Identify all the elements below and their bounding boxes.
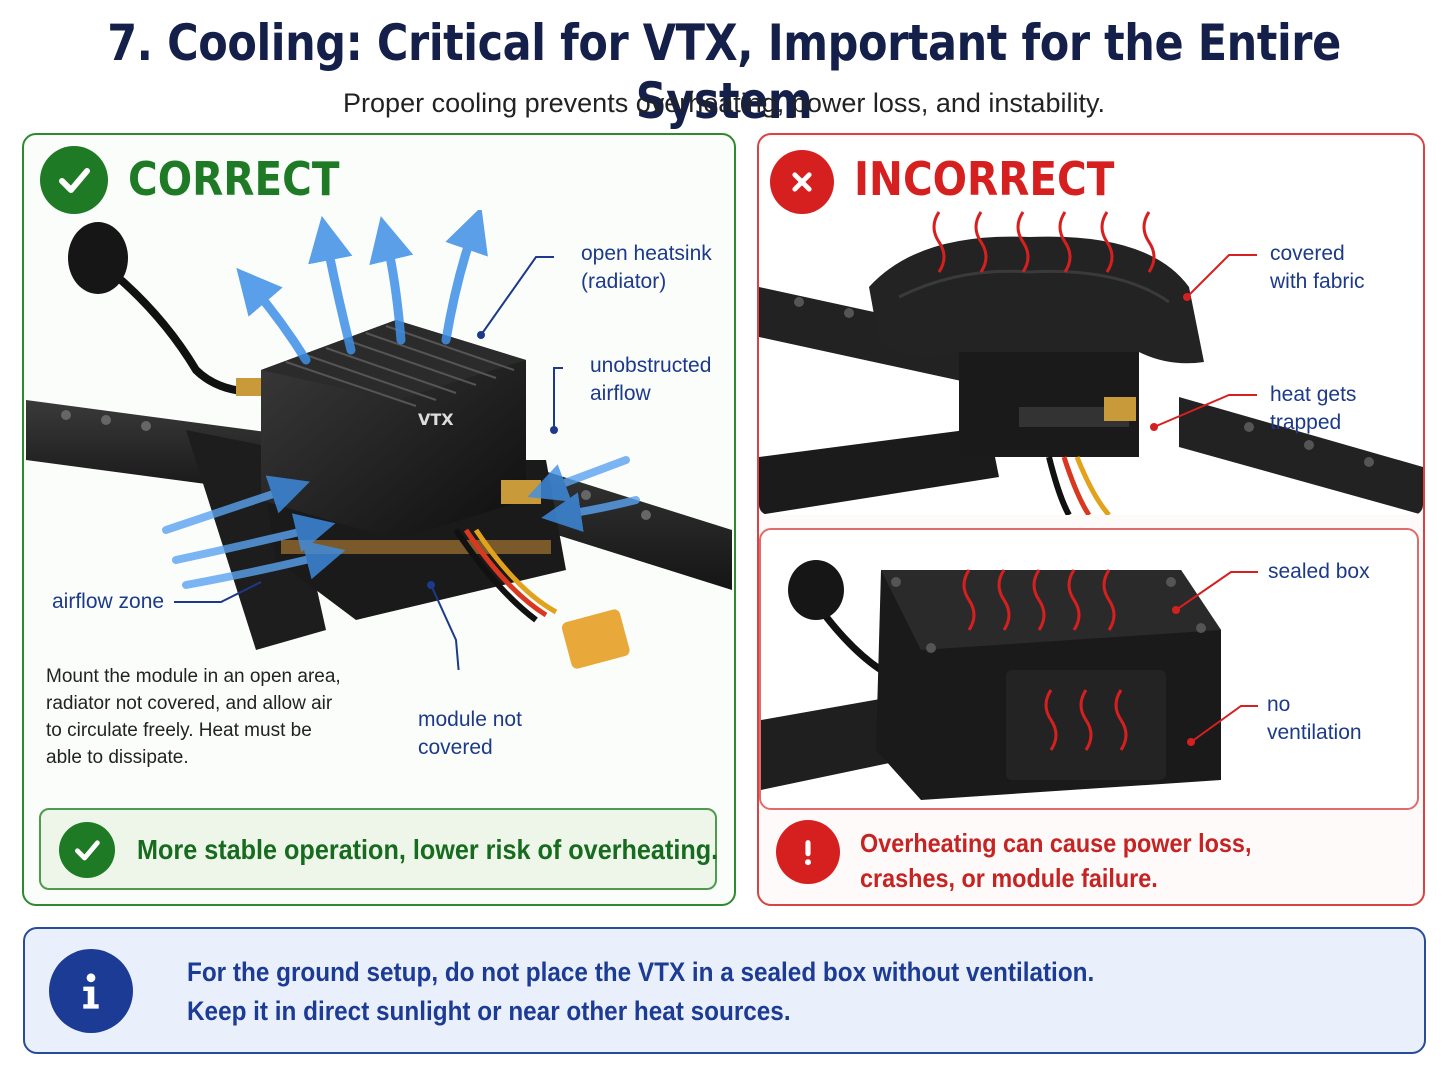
fabric-cover — [869, 236, 1204, 364]
info-box: For the ground setup, do not place the V… — [23, 927, 1426, 1054]
info-line-2: Keep it in direct sunlight or near other… — [187, 996, 791, 1026]
page-title: 7. Cooling: Critical for VTX, Important … — [107, 14, 1341, 130]
airflow-callout-line — [553, 367, 563, 430]
antenna-cable — [118, 277, 252, 396]
callout-airflow: unobstructed airflow — [590, 354, 712, 405]
sealed-antenna-icon — [788, 560, 844, 620]
heatsink-callout-line — [480, 256, 554, 336]
callout-sealed-box: sealed box — [1268, 560, 1370, 583]
correct-illustration: VTX — [26, 210, 732, 670]
incorrect-heading: INCORRECT — [854, 152, 1115, 206]
covered-callout-line — [430, 584, 460, 670]
info-line-1: For the ground setup, do not place the V… — [187, 957, 1095, 987]
incorrect-result-text: Overheating can cause power loss, crashe… — [860, 828, 1252, 893]
sma-connector — [501, 480, 541, 504]
callout-airflow-zone: airflow zone — [52, 590, 165, 613]
correct-result-box: More stable operation, lower risk of ove… — [39, 808, 719, 890]
vtx-label: VTX — [418, 410, 454, 429]
check-icon — [40, 146, 108, 214]
sealed-box-illustration — [761, 560, 1258, 800]
zone-callout-line — [174, 581, 262, 603]
callout-module-covered: module not covered — [418, 708, 522, 759]
page-subtitle: Proper cooling prevents overheating, pow… — [343, 88, 1105, 118]
airflow-up-arrows — [236, 210, 488, 365]
info-icon — [49, 949, 133, 1033]
warning-icon — [776, 820, 840, 884]
correct-description: Mount the module in an open area, radiat… — [46, 666, 341, 768]
xt30-connector — [561, 609, 630, 669]
antenna-icon — [68, 222, 128, 294]
correct-result-text: More stable operation, lower risk of ove… — [137, 834, 719, 865]
airflow-side-arrows — [162, 456, 640, 589]
result-check-icon — [59, 822, 115, 878]
correct-heading: CORRECT — [128, 152, 340, 206]
callout-heat-trapped: heat gets trapped — [1270, 383, 1357, 434]
callout-fabric: covered with fabric — [1270, 242, 1365, 293]
vtx-module: VTX — [261, 320, 526, 540]
callout-no-ventilation: no ventilation — [1267, 693, 1362, 744]
incorrect-covered-illustration — [759, 137, 1423, 515]
callout-heatsink: open heatsink (radiator) — [581, 242, 712, 293]
sealed-heat-wave-icons — [962, 569, 1128, 751]
heat-wave-icons — [932, 211, 1156, 273]
x-icon — [770, 150, 834, 214]
